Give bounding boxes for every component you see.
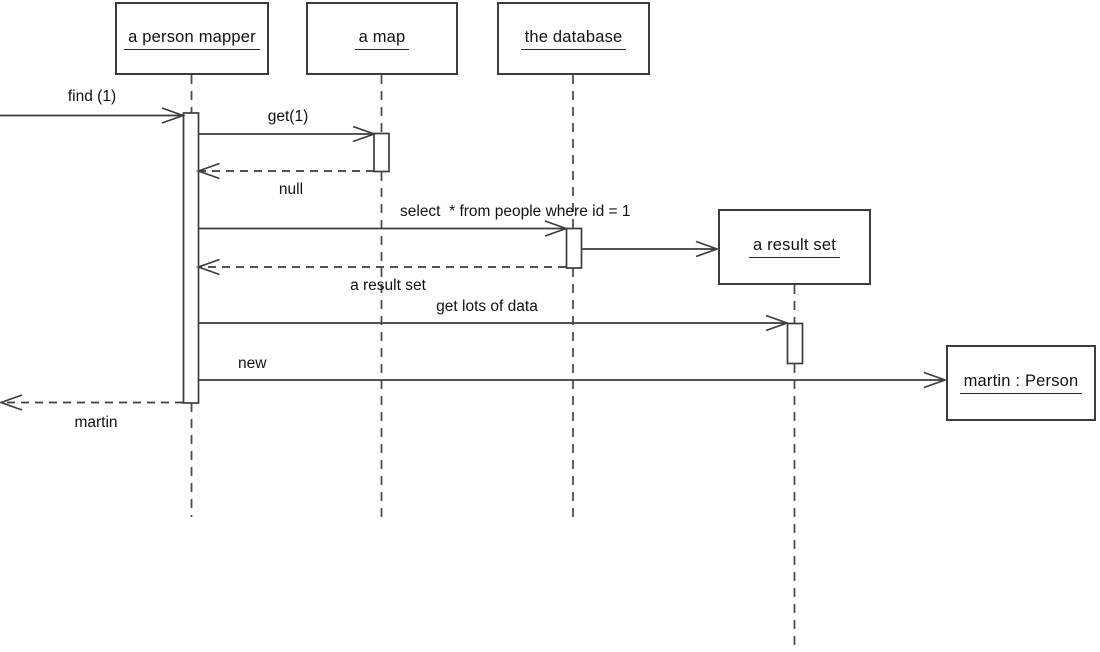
object-box-result-set: a result set [718, 209, 871, 285]
arrowhead-create-result-set [695, 240, 720, 258]
object-label-person-mapper: a person mapper [124, 28, 260, 50]
arrowhead-null-return [195, 162, 220, 180]
arrowhead-get-lots-of-data [765, 314, 790, 332]
object-box-database: the database [497, 2, 650, 75]
object-box-map: a map [306, 2, 458, 75]
object-label-map: a map [354, 28, 410, 50]
activation-person-mapper [182, 112, 200, 404]
object-label-martin-person: martin : Person [959, 372, 1083, 394]
arrowhead-new [923, 371, 948, 389]
arrowhead-result-set-return [195, 258, 220, 276]
message-label-find: find (1) [67, 88, 117, 105]
message-label-result-set-return: a result set [350, 277, 426, 294]
activations-group [182, 112, 804, 404]
message-label-new: new [238, 355, 267, 372]
arrowhead-get [352, 125, 377, 143]
message-label-get-lots-of-data: get lots of data [436, 298, 538, 315]
arrowhead-martin-return [0, 394, 23, 411]
arrowhead-find [161, 107, 186, 124]
object-label-database: the database [520, 28, 627, 50]
message-label-get: get(1) [267, 108, 309, 125]
arrowheads-group [0, 107, 948, 411]
activation-database [565, 227, 583, 269]
lifelines-group [190, 75, 796, 650]
activation-map [373, 132, 390, 173]
return-messages-group [2, 170, 566, 404]
object-label-result-set: a result set [748, 236, 841, 258]
arrowhead-select [544, 220, 569, 237]
message-label-select: select * from people where id = 1 [400, 203, 631, 220]
object-box-martin-person: martin : Person [946, 345, 1096, 421]
message-label-null-return: null [278, 181, 304, 198]
message-label-martin-return: martin [74, 414, 118, 431]
solid-messages-group [0, 114, 944, 381]
object-box-person-mapper: a person mapper [115, 2, 269, 75]
activation-result-set [786, 322, 804, 365]
